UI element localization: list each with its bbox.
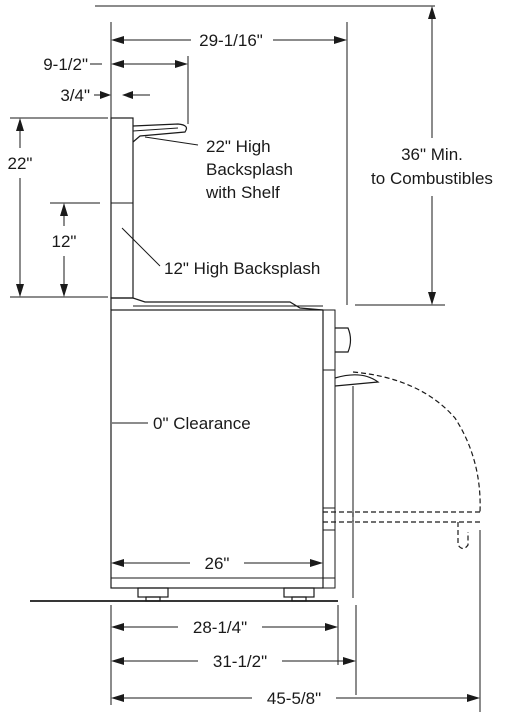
callout-clearance: 0" Clearance: [153, 414, 251, 433]
callout-22-backsplash-line1: 22" High: [206, 137, 271, 156]
dimension-31-1-2: [111, 657, 356, 665]
dimension-3-4: [94, 91, 150, 99]
callout-12-backsplash-leader: [121, 227, 161, 267]
range-body: [110, 297, 380, 598]
label-26: 26": [205, 554, 230, 573]
dimension-29-1-16: [110, 22, 348, 305]
label-9-1-2: 9-1/2": [43, 55, 88, 74]
label-29-1-16: 29-1/16": [199, 31, 263, 50]
label-31-1-2: 31-1/2": [213, 652, 267, 671]
dimension-45-5-8: [111, 694, 480, 702]
dimension-28-1-4: [111, 623, 338, 631]
label-28-1-4: 28-1/4": [193, 618, 247, 637]
bottom-extension-lines: [110, 530, 481, 712]
backsplash-shelf: [132, 123, 188, 143]
dimension-26: [111, 559, 323, 567]
backsplash-panel: [110, 117, 134, 299]
callout-22-backsplash-line2: Backsplash: [206, 160, 293, 179]
label-12: 12": [52, 232, 77, 251]
dimension-12: [50, 202, 100, 297]
dimension-9-1-2: [90, 56, 189, 124]
callout-22-backsplash-line3: with Shelf: [205, 183, 280, 202]
label-36-min-line2: to Combustibles: [371, 169, 493, 188]
dimension-22: [10, 117, 108, 298]
label-36-min-line1: 36" Min.: [401, 145, 463, 164]
dimension-36-min: [355, 6, 445, 306]
callout-12-backsplash: 12" High Backsplash: [164, 259, 320, 278]
label-45-5-8: 45-5/8": [267, 689, 321, 708]
label-22: 22": [8, 154, 33, 173]
range-feet: [137, 587, 315, 602]
callout-22-backsplash-leader: [144, 136, 199, 146]
oven-door-swing: [323, 371, 481, 550]
label-3-4: 3/4": [60, 86, 90, 105]
